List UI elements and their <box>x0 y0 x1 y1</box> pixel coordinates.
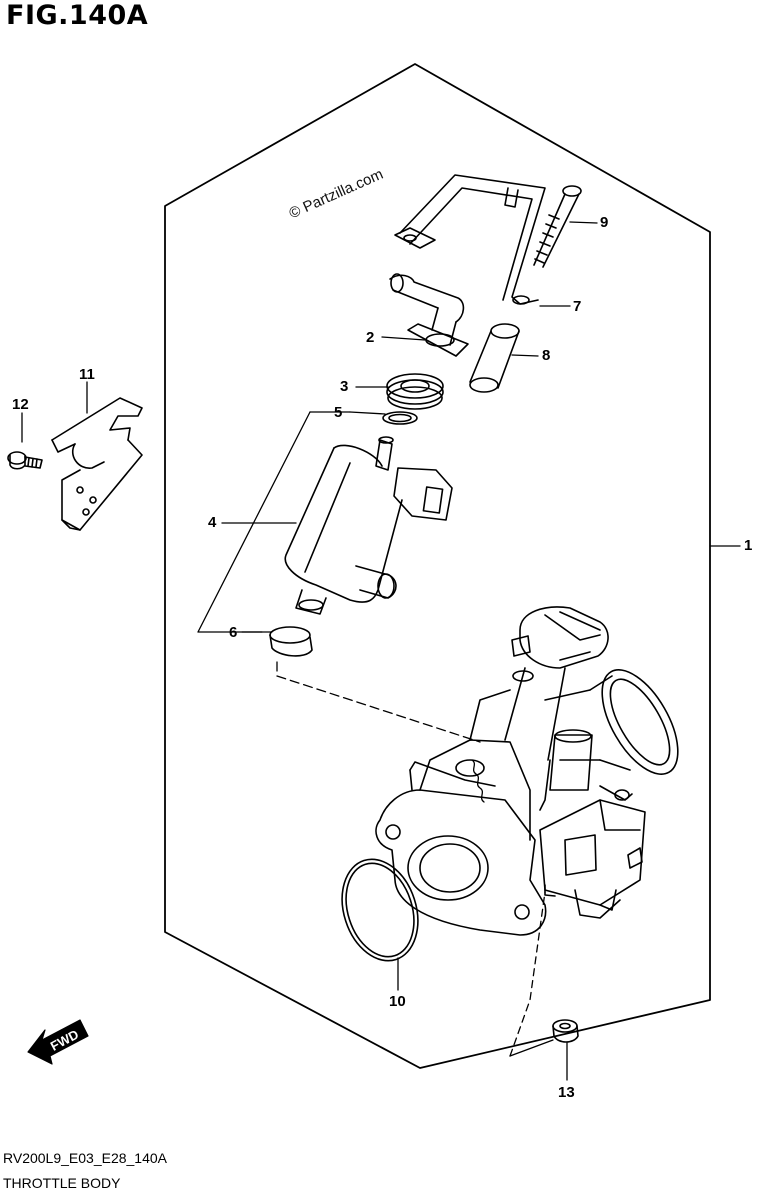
figure-title: FIG.140A <box>6 0 149 31</box>
callout-3: 3 <box>340 378 349 395</box>
callout-6: 6 <box>229 624 238 641</box>
callout-12: 12 <box>12 396 29 413</box>
part-12-screw <box>7 451 43 470</box>
part-6-seal <box>269 626 313 657</box>
callout-7: 7 <box>573 298 582 315</box>
callout-1: 1 <box>744 537 753 554</box>
part-4-valve <box>284 436 453 615</box>
part-2-fitting <box>389 273 469 357</box>
part-8-sleeve <box>469 323 520 393</box>
callout-13: 13 <box>558 1084 575 1101</box>
part-7-bracket <box>394 174 546 305</box>
leader-lines <box>21 221 741 1081</box>
callout-11: 11 <box>79 366 95 383</box>
part-10-gasket <box>341 858 419 962</box>
part-5-oring <box>382 411 418 425</box>
part-9-bolt <box>533 185 582 268</box>
callout-2: 2 <box>366 329 375 346</box>
part-13-nut <box>552 1019 579 1043</box>
callout-10: 10 <box>389 993 406 1010</box>
part-3-grommet <box>386 373 444 410</box>
diagram-code: RV200L9_E03_E28_140A <box>3 1150 168 1166</box>
part-11-plate <box>51 397 143 531</box>
callout-5: 5 <box>334 404 343 421</box>
assembly-outline <box>164 63 711 1069</box>
part-1-throttle-body <box>375 606 679 936</box>
callout-9: 9 <box>600 214 609 231</box>
fwd-arrow-icon: FWD <box>27 1019 89 1065</box>
callout-8: 8 <box>542 347 551 364</box>
diagram-caption: THROTTLE BODY <box>3 1175 121 1191</box>
callout-4: 4 <box>208 514 217 531</box>
fwd-label: FWD <box>48 1027 81 1054</box>
